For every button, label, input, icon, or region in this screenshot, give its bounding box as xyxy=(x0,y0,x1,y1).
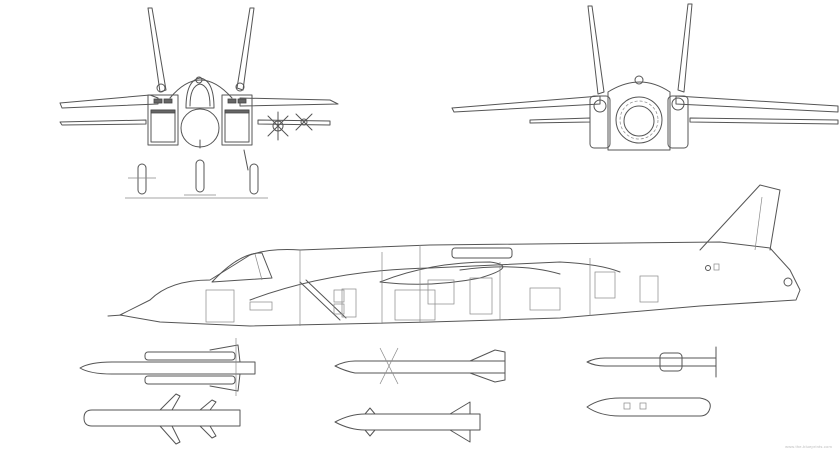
missile-5 xyxy=(334,401,481,443)
missile-3 xyxy=(586,346,717,378)
weapons-loadout xyxy=(79,338,717,445)
side-view xyxy=(107,184,801,327)
missile-1 xyxy=(79,338,256,396)
missile-2 xyxy=(334,347,506,385)
watermark: www.the-blueprints.com xyxy=(785,444,832,449)
pod-6 xyxy=(586,397,711,417)
rear-view xyxy=(451,3,839,151)
front-view xyxy=(59,7,339,199)
missile-4 xyxy=(83,393,241,445)
